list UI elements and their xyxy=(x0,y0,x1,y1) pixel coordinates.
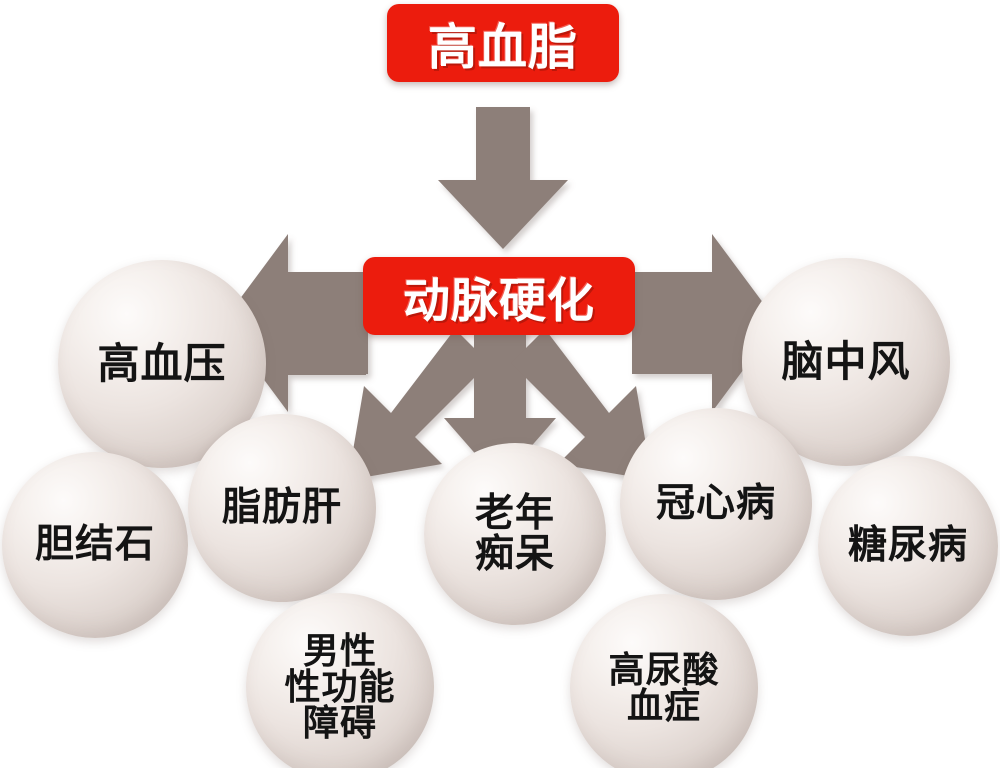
outcome-sphere-fatty-liver[interactable]: 脂肪肝 xyxy=(188,414,376,602)
outcome-sphere-dementia[interactable]: 老年 痴呆 xyxy=(424,443,606,625)
outcome-sphere-gallstone[interactable]: 胆结石 xyxy=(2,452,188,638)
arteriosclerosis-box[interactable]: 动脉硬化 xyxy=(363,257,635,335)
outcome-sphere-hyperuricemia[interactable]: 高尿酸 血症 xyxy=(570,594,758,768)
outcome-label-gallstone: 胆结石 xyxy=(34,521,155,568)
outcome-sphere-male-sexual-dysfunction[interactable]: 男性 性功能 障碍 xyxy=(246,593,434,768)
outcome-label-fatty-liver: 脂肪肝 xyxy=(221,484,342,531)
hyperlipidemia-label: 高血脂 xyxy=(427,18,578,76)
outcome-label-diabetes: 糖尿病 xyxy=(847,522,968,569)
arteriosclerosis-label: 动脉硬化 xyxy=(403,273,595,329)
outcome-label-coronary-heart-disease: 冠心病 xyxy=(655,480,776,527)
outcome-label-hypertension: 高血压 xyxy=(97,338,227,388)
outcome-sphere-coronary-heart-disease[interactable]: 冠心病 xyxy=(620,408,812,600)
hyperlipidemia-box[interactable]: 高血脂 xyxy=(387,4,619,82)
outcome-label-male-sexual-dysfunction: 男性 性功能 障碍 xyxy=(284,630,396,744)
outcome-label-dementia: 老年 痴呆 xyxy=(474,489,555,577)
arrow-down-to-center xyxy=(438,107,568,249)
outcome-label-hyperuricemia: 高尿酸 血症 xyxy=(608,649,720,727)
outcome-label-stroke: 脑中风 xyxy=(781,336,911,386)
outcome-sphere-diabetes[interactable]: 糖尿病 xyxy=(818,456,998,636)
